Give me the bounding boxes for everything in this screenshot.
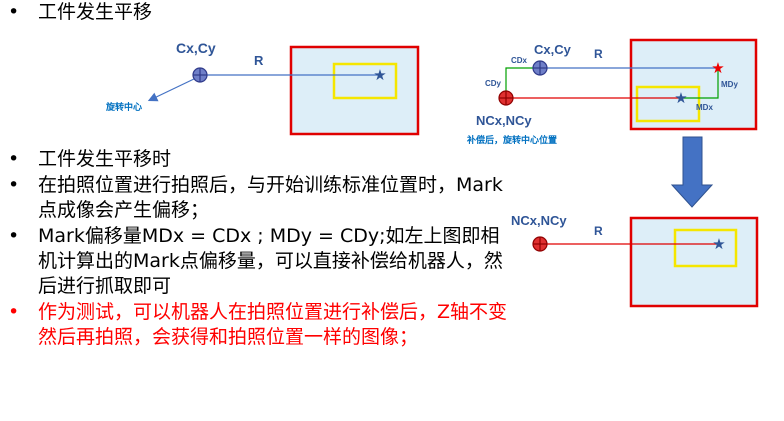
bullet-item: • Mark偏移量MDx = CDx ; MDy = CDy;如左上图即相机计算…	[8, 224, 508, 299]
rotation-center-label: 旋转中心	[105, 101, 142, 112]
workpiece-box	[289, 45, 420, 136]
mark-star-icon: ★	[712, 235, 725, 253]
bullet-dot: •	[8, 148, 20, 170]
bullet-item: • 工件发生平移时	[8, 147, 508, 172]
mark-target-box	[635, 85, 701, 123]
new-rotation-center-icon	[498, 90, 514, 106]
r-label: R	[594, 224, 603, 238]
bullet-dot: •	[8, 1, 20, 23]
original-mark-star-icon: ★	[711, 59, 724, 77]
bullet-text: 工件发生平移	[38, 1, 153, 23]
new-center-label: NCx,NCy	[476, 113, 532, 128]
bullet-text: 工件发生平移时	[38, 148, 172, 170]
bullet-text: 在拍照位置进行拍照后，与开始训练标准位置时，Mark点成像会产生偏移；	[38, 174, 503, 221]
mark-star-icon: ★	[674, 89, 687, 107]
right-bottom-diagram: ★ NCx,NCy R	[511, 213, 759, 308]
new-center-label: NCx,NCy	[511, 213, 567, 228]
right-top-diagram: ★ ★ Cx,Cy R CDx CDy MDy MDx NCx,NCy 补偿后，…	[466, 38, 758, 145]
bullet-list: • 工件发生平移时 • 在拍照位置进行拍照后，与开始训练标准位置时，Mark点成…	[8, 147, 508, 351]
offset-cd-lines	[505, 67, 540, 98]
offset-md-lines	[680, 68, 719, 99]
rotation-center-icon	[532, 60, 548, 76]
bullet-item-red: • 作为测试，可以机器人在拍照位置进行补偿后，Z轴不变然后再拍照，会获得和拍照位…	[8, 300, 508, 350]
bullet-text: 作为测试，可以机器人在拍照位置进行补偿后，Z轴不变然后再拍照，会获得和拍照位置一…	[38, 301, 508, 348]
bullet-dot: •	[8, 301, 20, 323]
center-label: Cx,Cy	[534, 42, 572, 57]
bullet-dot: •	[8, 174, 20, 196]
mdy-label: MDy	[721, 80, 738, 89]
bullet-text: Mark偏移量MDx = CDx ; MDy = CDy;如左上图即相机计算出的…	[38, 225, 503, 297]
new-rotation-center-icon	[532, 236, 548, 252]
r-label: R	[594, 47, 603, 61]
rotation-center-icon	[192, 67, 208, 83]
bullet-item-top: • 工件发生平移	[8, 0, 153, 25]
mark-target-box	[332, 62, 398, 100]
center-label: Cx,Cy	[176, 40, 216, 56]
workpiece-box	[629, 38, 758, 131]
cdx-label: CDx	[511, 56, 528, 65]
compensated-caption: 补偿后，旋转中心位置	[466, 134, 557, 145]
rotation-center-arrow	[147, 77, 197, 102]
bullet-item: • 在拍照位置进行拍照后，与开始训练标准位置时，Mark点成像会产生偏移；	[8, 173, 508, 223]
left-diagram: ★ Cx,Cy R 旋转中心	[105, 40, 420, 136]
mark-star-icon: ★	[373, 66, 386, 84]
mark-target-box	[673, 228, 738, 268]
mdx-label: MDx	[696, 103, 713, 112]
r-label: R	[254, 53, 264, 68]
down-arrow-icon	[670, 136, 714, 208]
bullet-dot: •	[8, 225, 20, 247]
cdy-label: CDy	[485, 79, 502, 88]
